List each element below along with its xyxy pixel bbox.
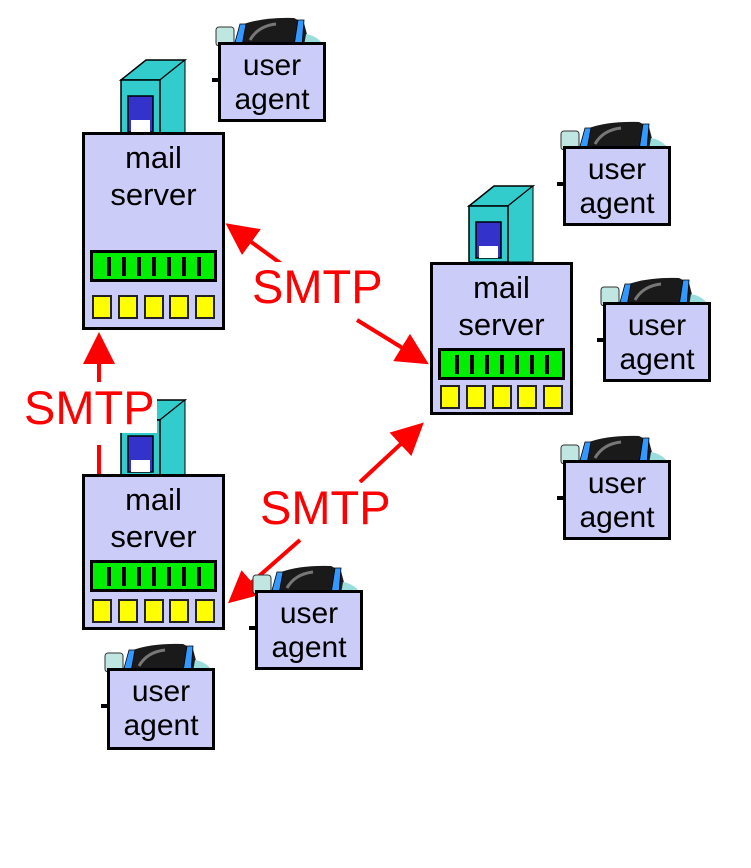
server-tower-icon — [118, 58, 188, 136]
user-agent-box: user agent — [563, 460, 671, 540]
user-agent-connector — [249, 626, 256, 630]
mail-server-2[interactable]: mail server — [430, 262, 573, 415]
user-agent-connector — [101, 704, 108, 708]
computer-icon — [560, 435, 669, 464]
computer-icon — [600, 277, 709, 306]
server-slots — [440, 385, 563, 409]
user-agent[interactable]: user agent — [545, 118, 675, 228]
user-agent-box: user agent — [255, 590, 363, 670]
smtp-label-top: SMTP — [250, 260, 385, 313]
smtp-label-bottom: SMTP — [258, 481, 393, 534]
user-agent-connector — [212, 78, 219, 82]
server-tower-icon — [466, 184, 536, 262]
server-status-panel — [438, 348, 565, 380]
mail-server-label: mail server — [110, 482, 197, 554]
arrow-smtp-to-server2 — [355, 318, 429, 365]
user-agent-connector — [557, 182, 564, 186]
mail-server-3[interactable]: mail server — [82, 474, 225, 630]
computer-icon — [560, 121, 669, 150]
user-agent[interactable]: user agent — [89, 640, 219, 750]
user-agent-box: user agent — [107, 668, 215, 750]
server-slots — [92, 599, 215, 623]
user-agent[interactable]: user agent — [200, 14, 330, 124]
server-status-panel — [90, 250, 217, 282]
mail-server-1[interactable]: mail server — [82, 132, 225, 330]
user-agent-box: user agent — [563, 146, 671, 226]
user-agent[interactable]: user agent — [237, 562, 367, 672]
mail-server-label: mail server — [458, 270, 545, 342]
user-agent-connector — [597, 338, 604, 342]
arrow-server1-to-smtp — [225, 223, 289, 270]
arrow-smtp-to-server3-diag — [227, 538, 302, 604]
server-slots — [92, 295, 215, 319]
smtp-label-left: SMTP — [22, 381, 157, 434]
mail-server-label: mail server — [110, 140, 197, 212]
computer-icon — [252, 565, 361, 594]
user-agent[interactable]: user agent — [585, 274, 715, 384]
server-status-panel — [90, 560, 217, 592]
user-agent-connector — [557, 496, 564, 500]
user-agent-box: user agent — [218, 42, 326, 122]
user-agent[interactable]: user agent — [545, 432, 675, 542]
user-agent-box: user agent — [603, 302, 711, 382]
arrow-smtp-to-server2-lower — [358, 422, 424, 484]
